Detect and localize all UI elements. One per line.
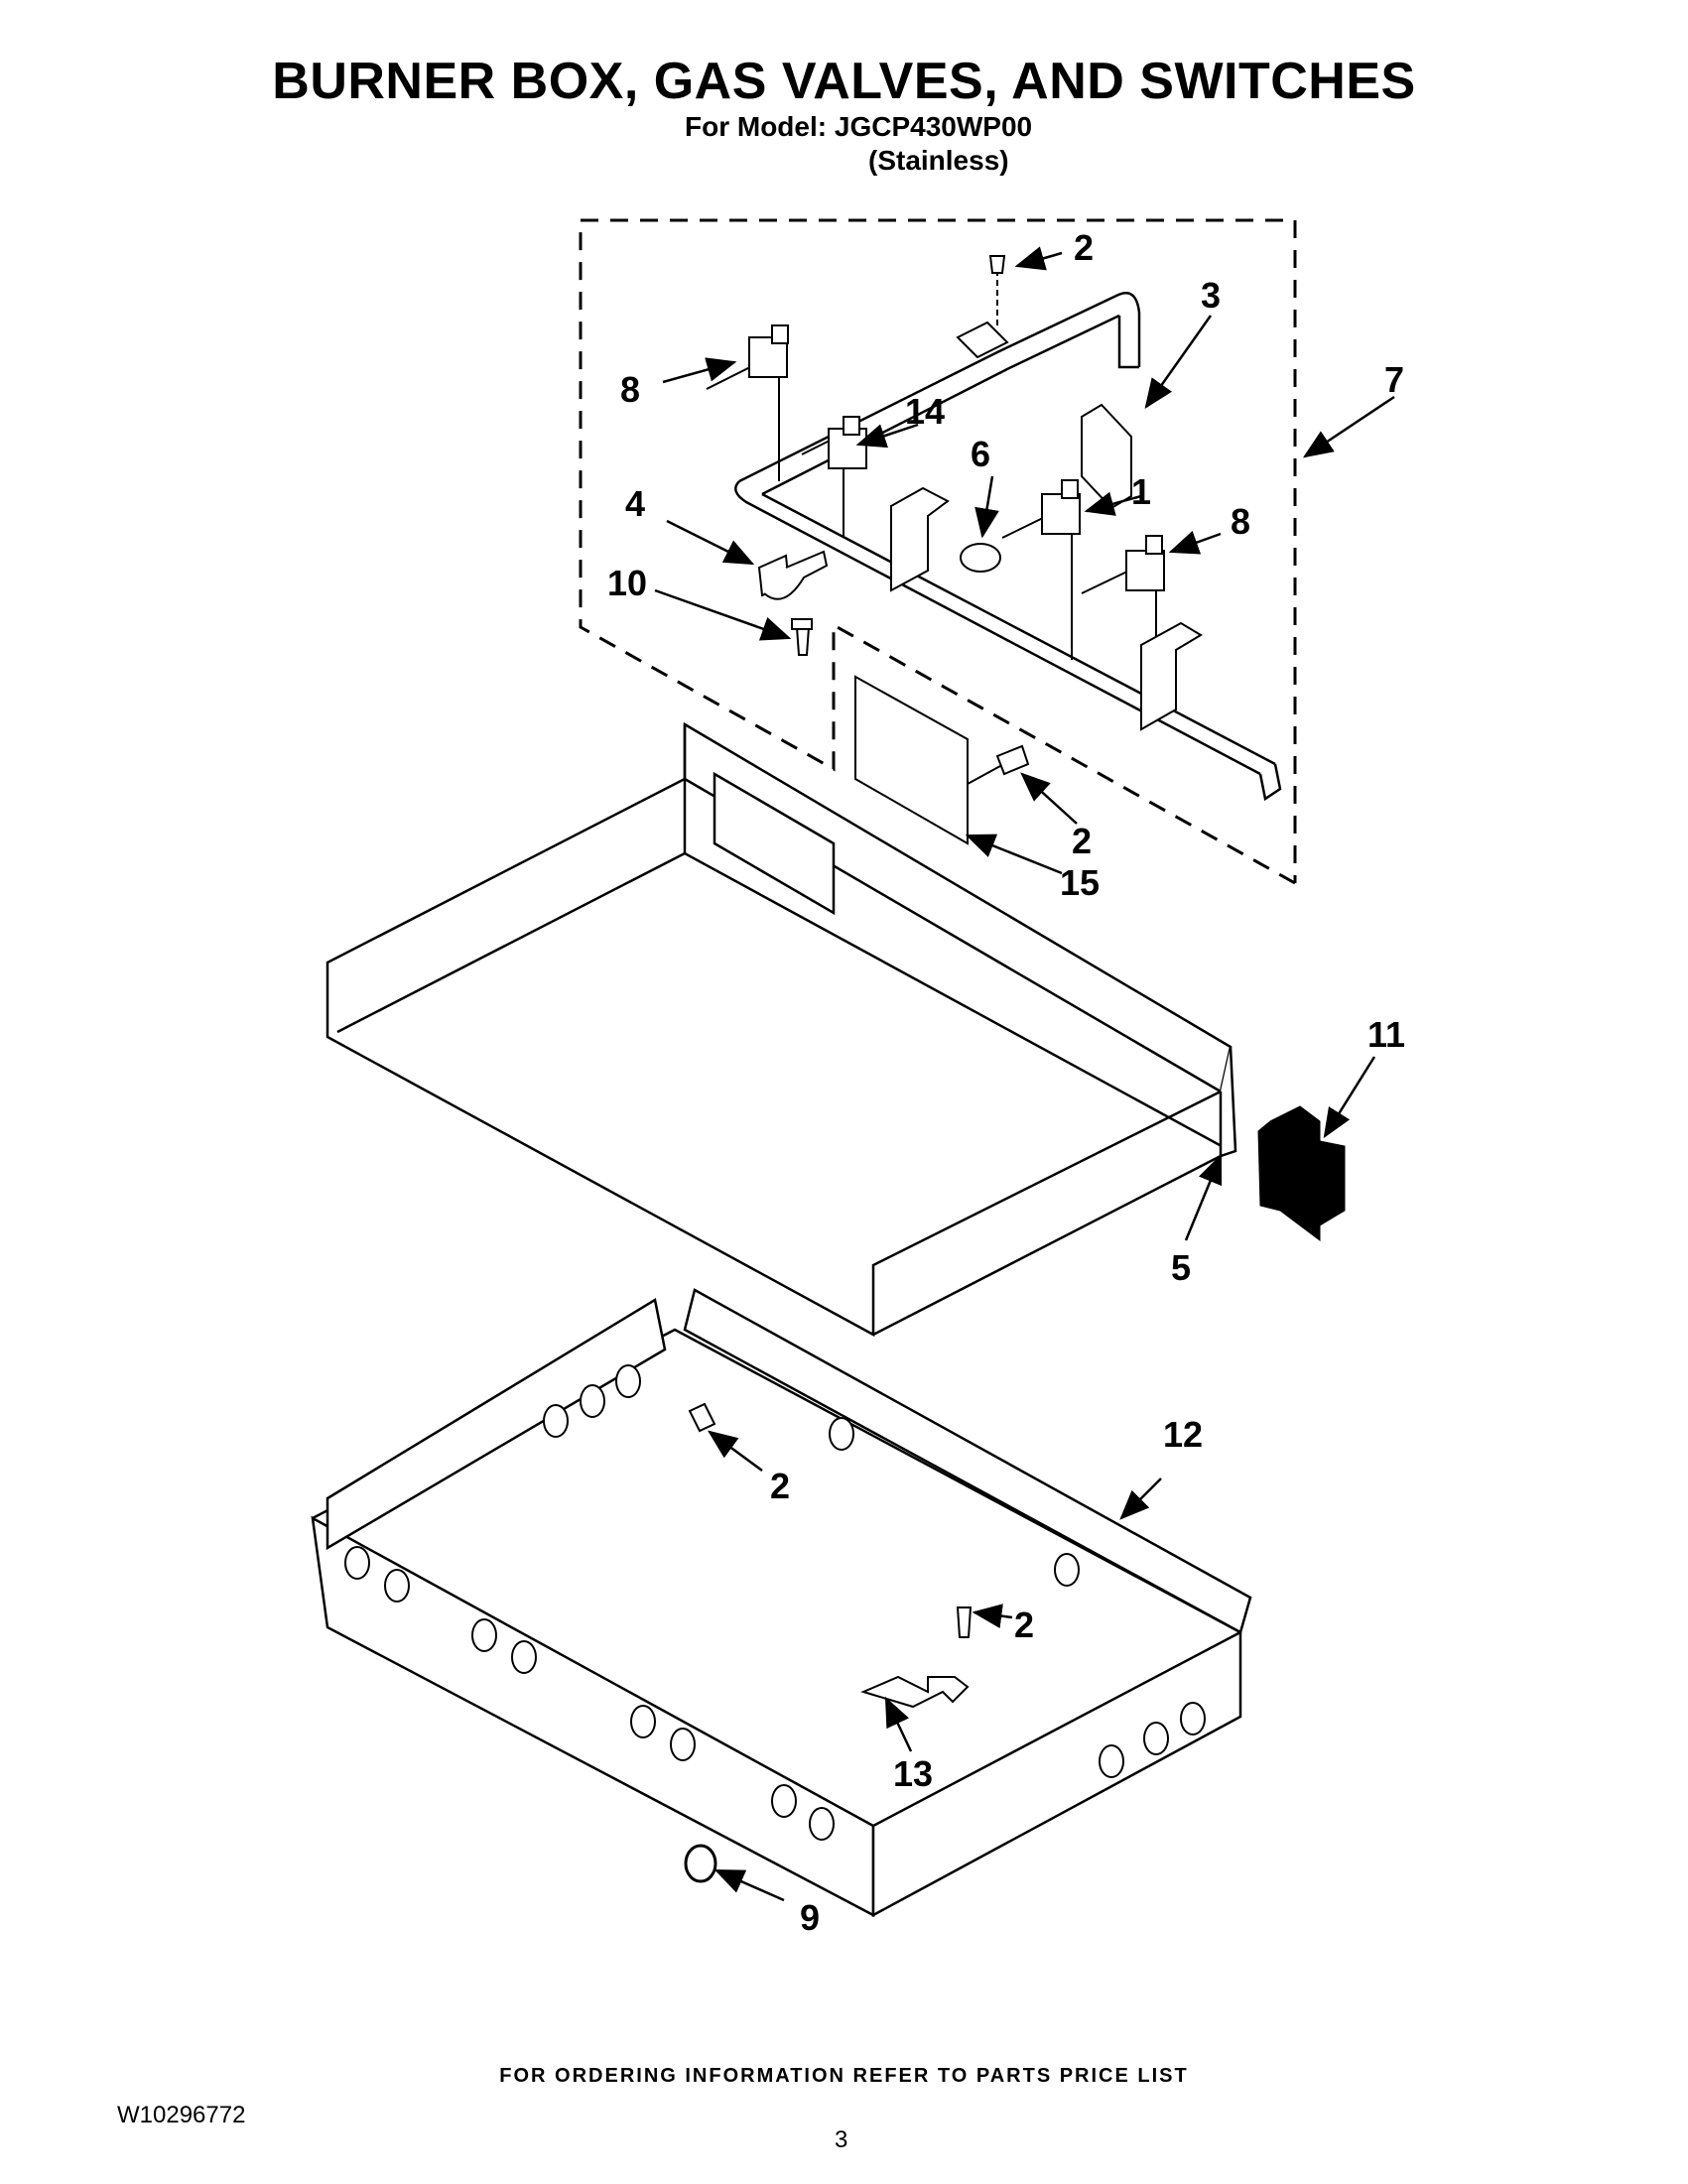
upper-burner-box — [325, 721, 1237, 1338]
callout-2-top: 2 — [1074, 227, 1094, 268]
assembly-boundary-dashed — [579, 218, 1297, 885]
callout-3: 3 — [1201, 275, 1221, 316]
gas-valve-left — [706, 324, 789, 481]
callout-10: 10 — [607, 563, 647, 603]
model-line: For Model: JGCP430WP00 — [685, 111, 1033, 142]
callout-14: 14 — [905, 391, 945, 432]
ignition-module — [1257, 1105, 1346, 1241]
callout-2-tray: 2 — [770, 1466, 790, 1506]
callout-8-left: 8 — [620, 369, 640, 410]
callout-15: 15 — [1060, 862, 1100, 903]
lower-tray — [311, 1288, 1252, 1918]
document-number: W10296772 — [117, 2102, 246, 2128]
gas-valve-middle — [801, 416, 867, 536]
model-variant: (Stainless) — [868, 145, 1009, 176]
callout-6: 6 — [971, 434, 990, 474]
callout-12: 12 — [1163, 1414, 1203, 1455]
cover-plate — [854, 675, 1030, 845]
leveling-foot — [684, 1844, 717, 1883]
callout-13: 13 — [893, 1753, 933, 1794]
valve-bracket-pieces — [890, 255, 1203, 731]
callout-2-plate: 2 — [1072, 821, 1092, 861]
gas-valve-center — [1001, 479, 1081, 660]
ordering-note: FOR ORDERING INFORMATION REFER TO PARTS … — [499, 2065, 1189, 2087]
callout-2-bracket: 2 — [1014, 1605, 1034, 1645]
tray-holes — [344, 1364, 1206, 1841]
callout-1: 1 — [1131, 471, 1151, 512]
callout-7: 7 — [1384, 359, 1404, 400]
callout-11: 11 — [1367, 1014, 1405, 1055]
switch-disc — [960, 543, 1001, 573]
clamp-and-screw — [757, 550, 829, 656]
callout-8-right: 8 — [1231, 501, 1250, 542]
callout-9: 9 — [800, 1897, 820, 1938]
callout-arrows — [654, 246, 1395, 1902]
callout-4: 4 — [625, 483, 645, 524]
callout-5: 5 — [1171, 1247, 1191, 1288]
page-number: 3 — [835, 2126, 848, 2153]
page-title: BURNER BOX, GAS VALVES, AND SWITCHES — [272, 53, 1416, 110]
